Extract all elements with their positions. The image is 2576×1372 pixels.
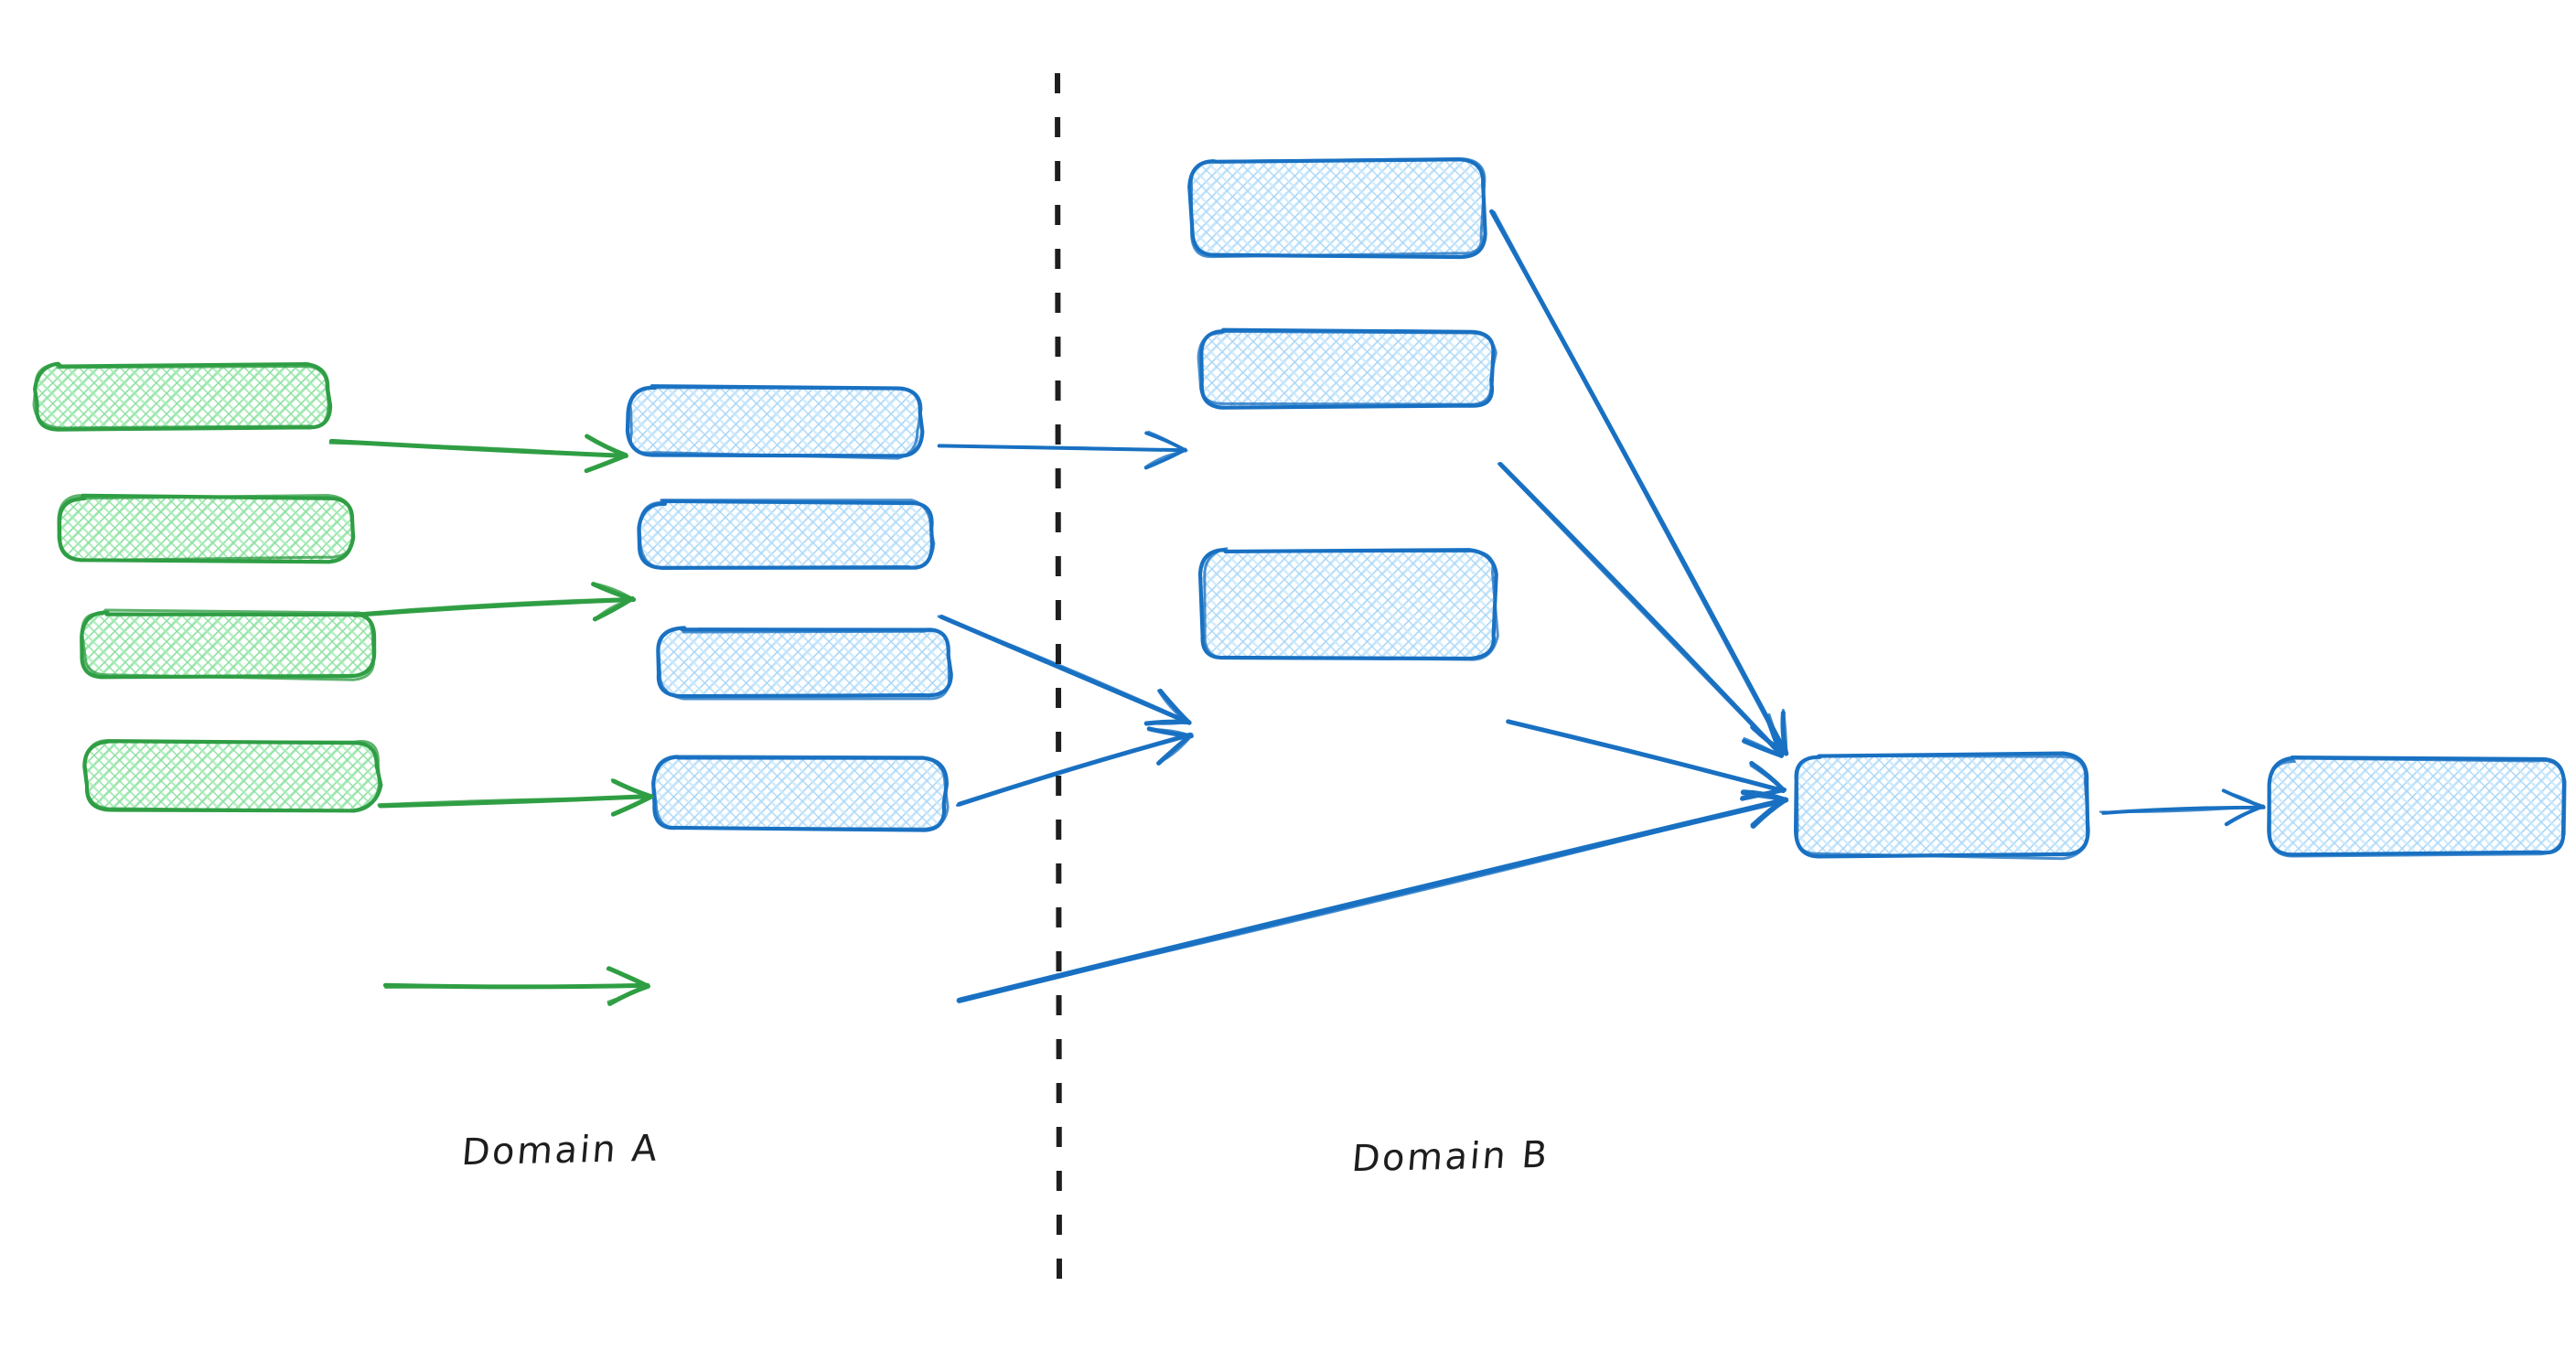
edges-layer: [328, 209, 2266, 1006]
node-b2[interactable]: [637, 498, 936, 570]
edge-b1-c2: [937, 430, 1188, 470]
node-a1[interactable]: [32, 361, 333, 432]
domain-b-label: Domain B: [1349, 1133, 1551, 1181]
node-a3[interactable]: [80, 608, 377, 681]
edge-c1-d1: [1489, 209, 1789, 756]
node-d1[interactable]: [1793, 751, 2090, 861]
node-b1[interactable]: [625, 384, 925, 460]
edge-d1-e1: [2098, 788, 2266, 827]
edge-c2-d1: [1497, 462, 1785, 758]
node-a4[interactable]: [82, 739, 383, 813]
domain-a-label: Domain A: [459, 1127, 661, 1174]
edge-a1-b1: [328, 434, 628, 474]
domain-divider: [1055, 72, 1062, 1285]
edge-b3-c3: [955, 726, 1194, 808]
node-a2[interactable]: [57, 493, 356, 564]
edge-a4-b4: [382, 966, 650, 1006]
node-c1[interactable]: [1187, 157, 1487, 260]
nodes-layer: [32, 157, 2567, 861]
node-b3[interactable]: [656, 626, 953, 701]
edge-c3-d1: [1506, 719, 1787, 801]
edge-a3-b3: [377, 778, 654, 817]
edge-b4-d1: [956, 789, 1789, 1003]
edge-a2-b2: [351, 582, 637, 622]
node-c3[interactable]: [1197, 547, 1499, 661]
edge-b2-c3: [937, 614, 1192, 726]
node-b4[interactable]: [651, 755, 950, 832]
divider-layer: [1055, 72, 1062, 1285]
node-e1[interactable]: [2267, 756, 2567, 858]
node-c2[interactable]: [1197, 327, 1497, 410]
